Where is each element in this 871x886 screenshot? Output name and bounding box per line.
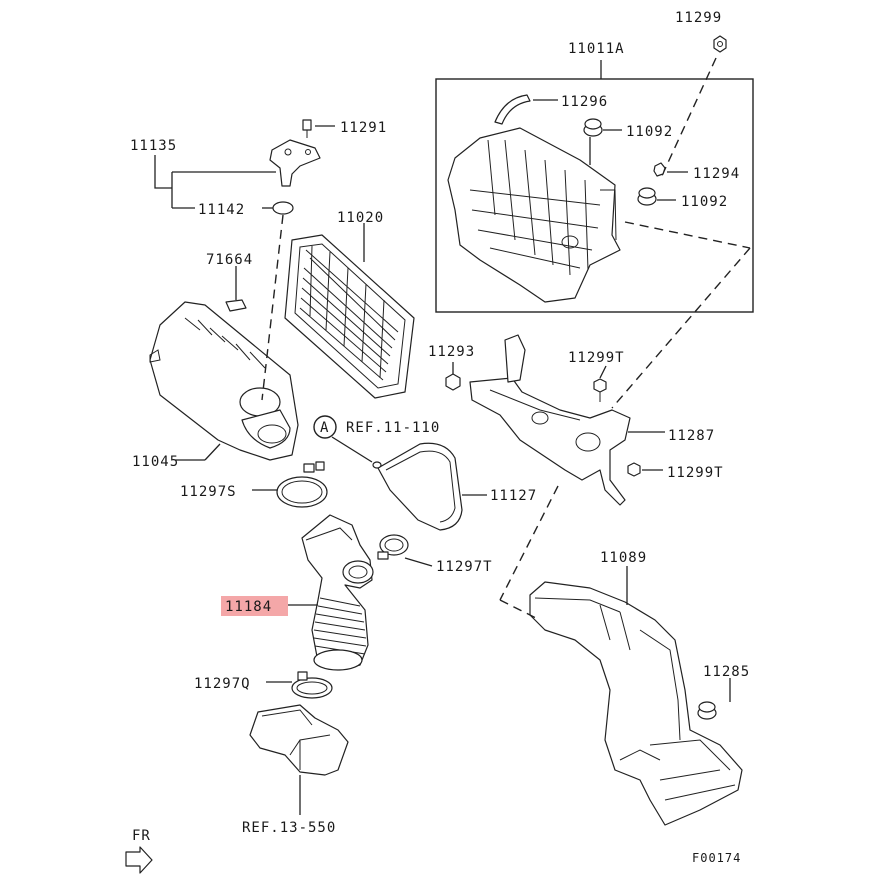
label-11089[interactable]: 11089: [600, 550, 647, 566]
leader-11135: [154, 155, 276, 209]
label-11092-a[interactable]: 11092: [626, 124, 673, 140]
label-11299t-a[interactable]: 11299T: [568, 350, 625, 366]
clip-71664[interactable]: [225, 299, 247, 312]
figure-code: F00174: [692, 851, 741, 865]
nut-11293[interactable]: [445, 373, 461, 391]
ref-circle-letter: A: [320, 420, 329, 436]
air-cleaner-case-lower-11045[interactable]: [149, 301, 299, 461]
intake-duct-lower[interactable]: [249, 704, 349, 776]
label-ref-11-110[interactable]: REF.11-110: [346, 420, 440, 436]
label-11135[interactable]: 11135: [130, 138, 177, 154]
label-11011a[interactable]: 11011A: [568, 41, 625, 57]
fr-label: FR: [132, 828, 151, 844]
hose-clamp-11297q[interactable]: [291, 671, 333, 699]
label-11296[interactable]: 11296: [561, 94, 608, 110]
grommet-11092-a[interactable]: [583, 118, 603, 137]
label-11092-b[interactable]: 11092: [681, 194, 728, 210]
hose-clamp-11297t[interactable]: [377, 534, 409, 560]
grommet-11285[interactable]: [697, 701, 717, 720]
label-11294[interactable]: 11294: [693, 166, 740, 182]
fr-arrow-icon: [125, 846, 153, 874]
label-11184[interactable]: 11184: [225, 599, 272, 615]
screw-11291[interactable]: [302, 119, 312, 138]
hose-11296[interactable]: [494, 94, 531, 125]
intake-duct-11089[interactable]: [529, 581, 743, 826]
dashed-link-box-bracket: [624, 221, 751, 249]
ref-callout-circle: [313, 415, 337, 439]
label-11045[interactable]: 11045: [132, 454, 179, 470]
dashed-link-sensor-case: [261, 214, 284, 401]
air-filter-element-11020[interactable]: [284, 234, 415, 399]
label-11299-top[interactable]: 11299: [675, 10, 722, 26]
dashed-link-bracket-duct: [499, 485, 559, 601]
highlight-11184: [221, 596, 288, 616]
bracket-11287[interactable]: [469, 334, 631, 506]
label-71664[interactable]: 71664: [206, 252, 253, 268]
label-11127[interactable]: 11127: [490, 488, 537, 504]
label-11291[interactable]: 11291: [340, 120, 387, 136]
bolt-11299-top[interactable]: [713, 35, 727, 53]
air-intake-hose-11184[interactable]: [301, 514, 374, 671]
o-ring-11142[interactable]: [272, 201, 294, 215]
label-11020[interactable]: 11020: [337, 210, 384, 226]
label-11297q[interactable]: 11297Q: [194, 676, 251, 692]
label-ref-13-550[interactable]: REF.13-550: [242, 820, 336, 836]
label-11142[interactable]: 11142: [198, 202, 245, 218]
assembly-box-11011a: [435, 78, 754, 313]
bolt-11299t-a[interactable]: [593, 378, 607, 402]
clip-11294[interactable]: [653, 162, 666, 177]
resonator-11127[interactable]: [372, 442, 463, 531]
airflow-sensor-11135[interactable]: [269, 139, 321, 187]
hose-clamp-11297s[interactable]: [276, 461, 328, 508]
label-11293[interactable]: 11293: [428, 344, 475, 360]
label-11287[interactable]: 11287: [668, 428, 715, 444]
label-11285[interactable]: 11285: [703, 664, 750, 680]
air-cleaner-case-upper[interactable]: [447, 127, 621, 303]
grommet-11092-b[interactable]: [637, 187, 657, 206]
bolt-11299t-b[interactable]: [627, 462, 641, 477]
label-11297t[interactable]: 11297T: [436, 559, 493, 575]
label-11297s[interactable]: 11297S: [180, 484, 237, 500]
label-11299t-b[interactable]: 11299T: [667, 465, 724, 481]
